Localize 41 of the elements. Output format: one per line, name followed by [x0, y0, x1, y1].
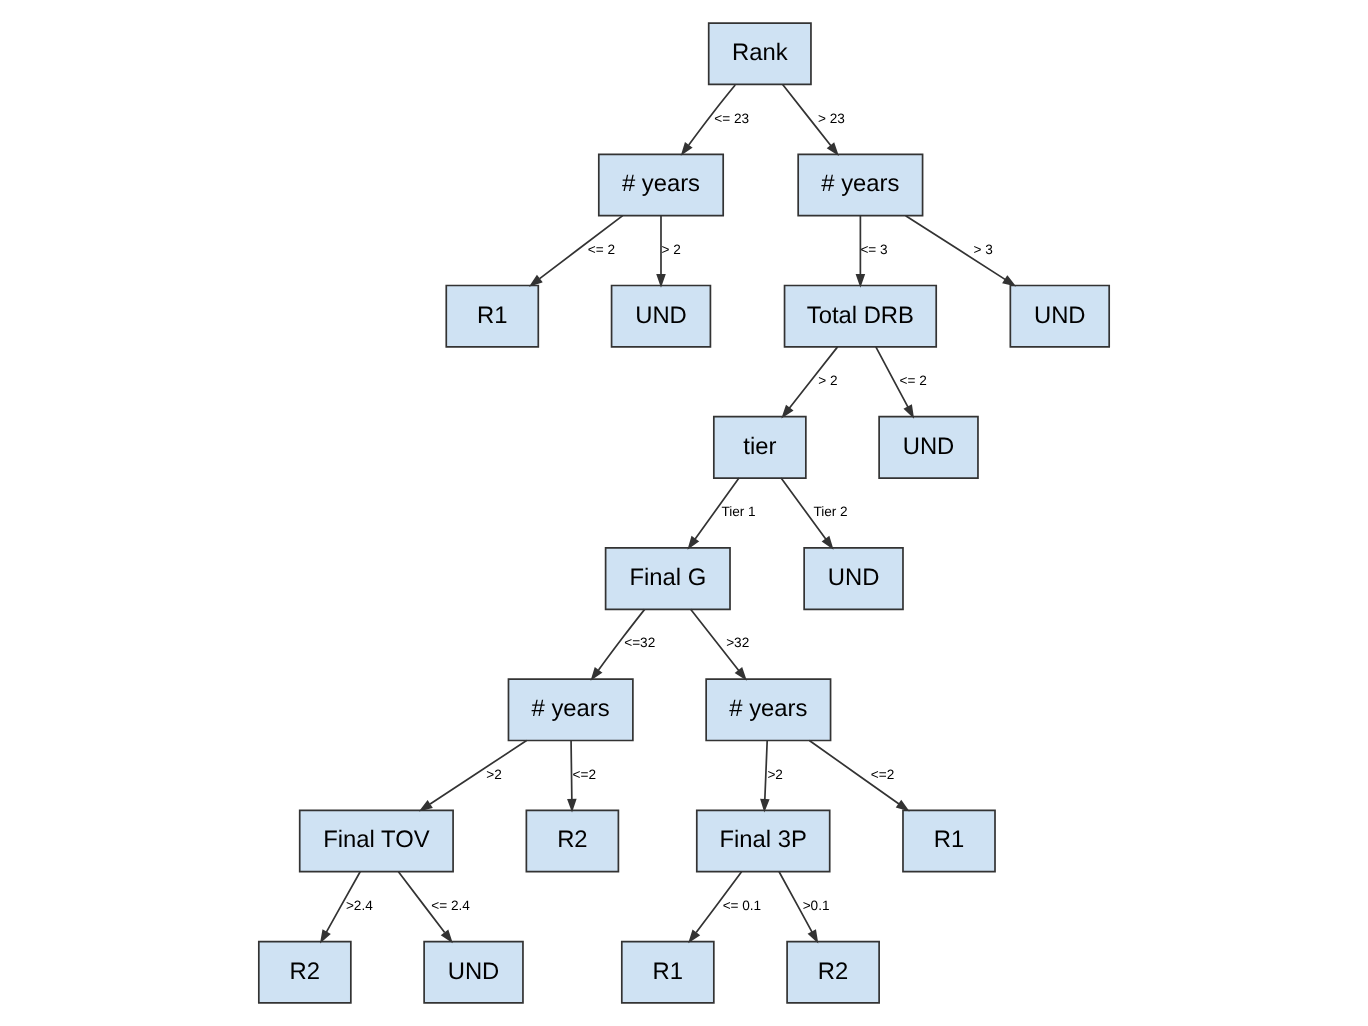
arrow	[689, 608, 747, 681]
arrow	[687, 477, 740, 550]
arrow	[780, 477, 834, 550]
arrow	[320, 870, 361, 944]
arrow	[855, 214, 866, 288]
node-box: Final TOV	[298, 809, 454, 873]
node-box: # years	[507, 678, 634, 742]
node-box: Final G	[604, 547, 731, 611]
arrow	[760, 739, 770, 813]
arrow	[528, 214, 624, 287]
node-box: # years	[705, 678, 832, 742]
node-box: UND	[803, 547, 904, 611]
node-box: Total DRB	[783, 284, 938, 348]
arrow	[808, 739, 910, 812]
node-box: Rank	[707, 22, 812, 86]
arrow	[688, 870, 743, 944]
node-box: Final 3P	[695, 809, 831, 873]
arrow	[590, 608, 646, 681]
node-box: R2	[257, 940, 352, 1004]
node-box: UND	[610, 284, 712, 348]
node-box: # years	[797, 153, 924, 217]
arrow	[418, 739, 528, 812]
node-box: R1	[445, 284, 540, 348]
arrow	[781, 83, 839, 156]
arrow	[875, 346, 915, 419]
node-box: UND	[878, 415, 979, 479]
node-box: R2	[525, 809, 620, 873]
node-box: R1	[902, 809, 996, 873]
node-box: UND	[1009, 284, 1111, 348]
arrow	[567, 739, 577, 813]
node-box: UND	[423, 940, 524, 1004]
node-box: R2	[786, 940, 880, 1004]
arrow	[680, 84, 737, 156]
node-box: # years	[597, 153, 725, 217]
node-box: R1	[620, 940, 715, 1004]
arrow	[778, 870, 819, 944]
arrow	[656, 214, 666, 288]
arrow	[904, 214, 1017, 287]
node-box: tier	[712, 415, 807, 479]
arrow	[781, 346, 839, 419]
arrow	[397, 870, 453, 944]
